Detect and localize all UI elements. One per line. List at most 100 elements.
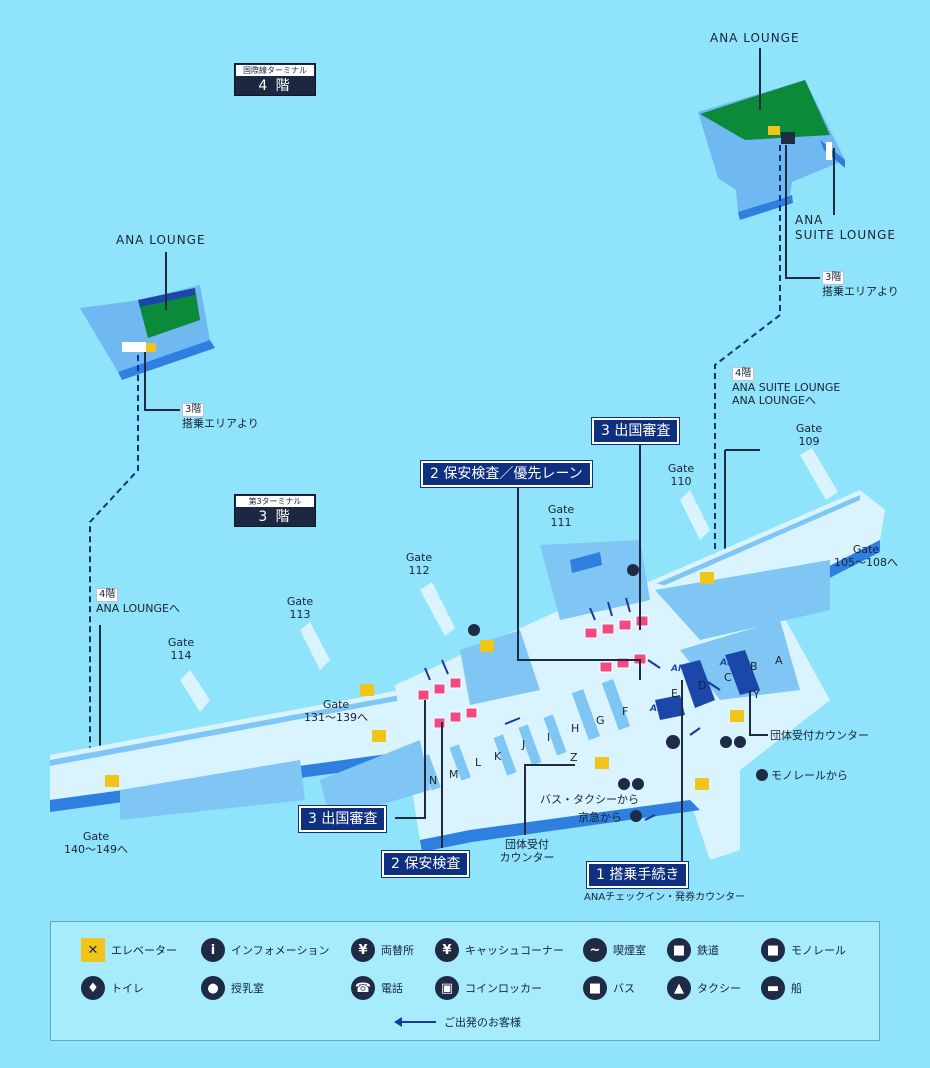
left-lounge-title: ANA LOUNGE <box>116 233 206 247</box>
gate-num: 131～139へ <box>304 711 368 724</box>
gate-word: Gate <box>852 543 880 556</box>
currency-exchange-icon: ¥ <box>351 938 375 962</box>
suite-lounge-title-2: SUITE LOUNGE <box>795 228 897 242</box>
ana-logo: ANA <box>720 658 742 668</box>
group-counter-line2: カウンター <box>499 851 555 864</box>
gate-num: 109 <box>798 435 820 448</box>
to-text-1: ANA SUITE LOUNGE <box>732 381 841 394</box>
step-checkin: 1 搭乗手続き <box>585 861 690 889</box>
smoking-room-icon: ~ <box>583 938 607 962</box>
right-lounge-area <box>698 80 845 220</box>
legend-label: 電話 <box>381 982 403 995</box>
step-security-left: 2 保安検査 <box>380 850 471 878</box>
map-pictograms <box>468 564 768 822</box>
counter-letter: I <box>547 731 551 744</box>
from-bus-taxi-label: バス・タクシーから <box>540 793 639 806</box>
legend-item: ▬船 <box>761 976 802 1000</box>
legend-item: ■バス <box>583 976 635 1000</box>
nursing-room-icon: ● <box>201 976 225 1000</box>
checkin-counter-label: ANAチェックイン・発券カウンター <box>584 892 746 903</box>
floor-4-badge: 国際線ターミナル 4 階 <box>234 63 316 96</box>
floor-3-sub: 第3ターミナル <box>236 496 314 507</box>
bus-icon: ■ <box>583 976 607 1000</box>
gate-num: 112 <box>408 564 430 577</box>
legend-label: 鉄道 <box>697 944 719 957</box>
currency-exchange-icon <box>468 624 480 636</box>
legend-item: ☎電話 <box>351 976 403 1000</box>
gate-num: 113 <box>289 608 311 621</box>
gate-num: 105～108へ <box>834 556 898 569</box>
gate-word: Gate <box>667 462 695 475</box>
counter-letter: Y <box>753 688 760 701</box>
to-text-2: ANA LOUNGEへ <box>732 394 816 407</box>
right-lounge-title: ANA LOUNGE <box>710 31 800 45</box>
legend-label: トイレ <box>111 982 144 995</box>
legend-label: モノレール <box>791 944 846 957</box>
group-counter-line1: 団体受付 <box>505 838 549 851</box>
gate-word: Gate <box>322 698 350 711</box>
counter-letter: J <box>522 738 526 751</box>
floor-tag: 3階 <box>182 403 205 417</box>
floor-4-label: 4 階 <box>258 78 292 94</box>
counter-letter: H <box>571 722 580 735</box>
left-lounge-to: 4階 ANA LOUNGEへ <box>96 587 180 615</box>
legend-label: キャッシュコーナー <box>465 944 564 957</box>
gate-num: 111 <box>550 516 572 529</box>
ana-logo: ANA <box>671 664 693 674</box>
departure-flow-arrows <box>424 597 721 821</box>
floor-tag: 3階 <box>822 271 845 285</box>
main-concourse <box>50 448 885 860</box>
counter-letter: C <box>724 671 732 684</box>
ana-logo: ANA <box>650 704 672 714</box>
counter-letter: Z <box>570 751 578 764</box>
gate-num: 140～149へ <box>64 843 128 856</box>
legend-label: 授乳室 <box>231 982 264 995</box>
counter-letter: D <box>698 679 707 692</box>
group-counter-center: 団体受付カウンター <box>492 838 562 864</box>
legend-label: 船 <box>791 982 802 995</box>
ship-icon: ▬ <box>761 976 785 1000</box>
legend-label: エレベーター <box>111 944 177 957</box>
counter-letter: E <box>671 687 678 700</box>
right-lounge-from: 3階 搭乗エリアより <box>822 270 899 298</box>
legend-item: ¥ キャッシュコーナー <box>435 938 564 962</box>
gate-num: 114 <box>170 649 192 662</box>
counter-letter: B <box>750 660 758 673</box>
legend-item: ♦ トイレ <box>81 976 144 1000</box>
gate-word: Gate <box>547 503 575 516</box>
counter-letter: K <box>494 750 502 763</box>
taxi-icon <box>734 736 746 748</box>
legend-label: 喫煙室 <box>613 944 646 957</box>
counter-letter: M <box>449 768 459 781</box>
floor-tag: 4階 <box>732 367 755 381</box>
taxi-icon: ▲ <box>667 976 691 1000</box>
toilet-icon: ♦ <box>81 976 105 1000</box>
gate-word: Gate <box>405 551 433 564</box>
telephone-icon <box>627 564 639 576</box>
legend-label: タクシー <box>697 982 741 995</box>
gate-word: Gate <box>795 422 823 435</box>
suite-lounge-title-1: ANA <box>795 213 824 227</box>
monorail-icon <box>756 769 768 781</box>
from-text: 搭乗エリアより <box>182 417 259 430</box>
gate-num: 110 <box>670 475 692 488</box>
legend-departure-arrow: ご出発のお客様 <box>394 1014 521 1030</box>
atm-icon: ¥ <box>435 938 459 962</box>
legend-label: 両替所 <box>381 944 414 957</box>
gate-word: Gate <box>82 830 110 843</box>
railway-icon <box>630 810 642 822</box>
taxi-icon <box>632 778 644 790</box>
counter-letter: N <box>429 774 438 787</box>
legend-label: コインロッカー <box>465 982 542 995</box>
